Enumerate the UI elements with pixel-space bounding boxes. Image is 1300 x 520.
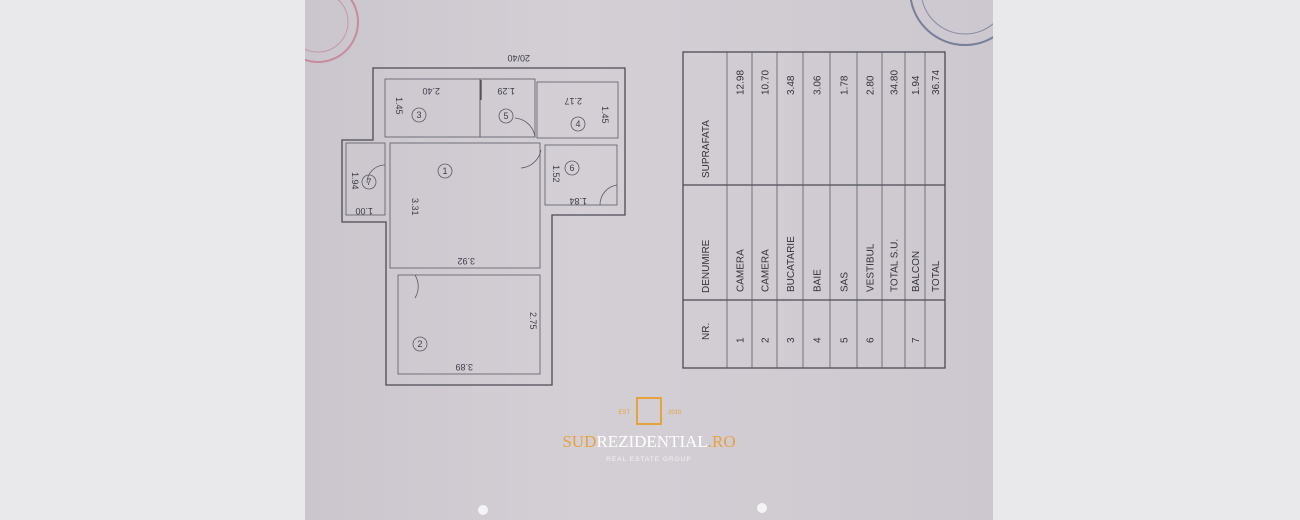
table-header-nr: NR. <box>701 323 712 340</box>
table-cell-area: 1.94 <box>911 75 922 95</box>
room-1-label: 1 <box>442 166 447 176</box>
blue-stamp <box>909 0 993 46</box>
table-cell-name: BALCON <box>911 251 922 292</box>
table-cell-area: 2.80 <box>866 75 877 95</box>
room-markers: 1 2 3 4 5 6 7 <box>361 107 586 352</box>
table-header-name: DENUMIRE <box>701 239 712 293</box>
dim-label: 3.31 <box>410 198 420 216</box>
table-cell-nr: 3 <box>786 337 797 343</box>
dim-label: 1.00 <box>355 206 373 216</box>
watermark-emblem-icon <box>636 397 662 425</box>
room-6-label: 6 <box>569 163 574 173</box>
watermark-wordmark: SUDREZIDENTIAL.RO <box>562 432 735 451</box>
dim-label: 1.94 <box>350 172 360 190</box>
dim-label: 2.17 <box>564 96 582 106</box>
table-cell-name: CAMERA <box>736 249 747 292</box>
room-4-label: 4 <box>575 119 580 129</box>
table-cell-nr: 2 <box>761 337 772 343</box>
table-cell-name: TOTAL <box>931 260 942 292</box>
table-cell-area: 1.78 <box>840 75 851 95</box>
watermark-suffix: .RO <box>708 432 736 451</box>
watermark-tagline: REAL ESTATE GROUP <box>606 456 692 463</box>
table-header-area: SUPRAFATA <box>701 120 712 178</box>
room-7-label: 7 <box>366 177 371 187</box>
dimension-labels: 1.45 2.40 1.29 2.17 1.45 1.52 1.84 1.94 … <box>350 86 610 372</box>
table-cell-area: 3.48 <box>786 75 797 95</box>
dim-label: 1.45 <box>600 106 610 124</box>
watermark-name: REZIDENTIAL <box>596 432 707 451</box>
table-cell-area: 36.74 <box>931 70 942 95</box>
dim-label: 1.84 <box>569 196 587 206</box>
watermark-prefix: SUD <box>562 432 596 451</box>
dim-label: 1.52 <box>551 165 561 183</box>
table-cell-name: BUCATARIE <box>786 236 797 292</box>
room-3-label: 3 <box>416 110 421 120</box>
orientation-label: 20/40 <box>507 53 530 63</box>
table-cell-nr: 4 <box>813 337 824 343</box>
table-cell-area: 3.06 <box>813 75 824 95</box>
room-2-label: 2 <box>417 339 422 349</box>
red-stamp <box>305 0 359 63</box>
table-cell-area: 12.98 <box>736 70 747 95</box>
table-cell-nr: 1 <box>736 337 747 343</box>
dim-label: 2.75 <box>528 312 538 330</box>
table-cell-nr: 6 <box>866 337 877 343</box>
dim-label: 1.29 <box>497 86 515 96</box>
table-cell-nr: 7 <box>911 337 922 343</box>
plan-walls <box>341 67 626 386</box>
table-cell-area: 10.70 <box>761 70 772 95</box>
table-cell-name: TOTAL S.U. <box>890 239 901 292</box>
room-5-label: 5 <box>503 111 508 121</box>
photo-pin-hole <box>757 503 767 513</box>
table-cell-name: CAMERA <box>761 249 772 292</box>
dim-label: 3.92 <box>457 256 475 266</box>
dim-label: 1.45 <box>394 97 404 115</box>
floor-plan-photo: 20/40 1 2 3 4 5 6 7 1.45 2.40 1.29 2.17 … <box>305 0 993 520</box>
table-cell-name: SAS <box>840 272 851 292</box>
dim-label: 2.40 <box>422 86 440 96</box>
table-cell-name: VESTIBUL <box>866 243 877 292</box>
table-cell-name: BAIE <box>813 269 824 292</box>
photo-pin-hole <box>478 505 488 515</box>
dim-label: 3.89 <box>455 362 473 372</box>
area-table: NR. DENUMIRE SUPRAFATA 1 CAMERA 12.98 2 CAMERA 1… <box>682 51 946 369</box>
watermark-logo: EST 2010 SUDREZIDENTIAL.RO REAL ESTATE G… <box>562 397 736 463</box>
table-cell-area: 34.80 <box>890 70 901 95</box>
table-cell-nr: 5 <box>840 337 851 343</box>
watermark-year: 2010 <box>668 410 682 416</box>
floor-plan-drawing: 20/40 1 2 3 4 5 6 7 1.45 2.40 1.29 2.17 … <box>305 0 993 515</box>
watermark-est: EST <box>618 410 630 416</box>
